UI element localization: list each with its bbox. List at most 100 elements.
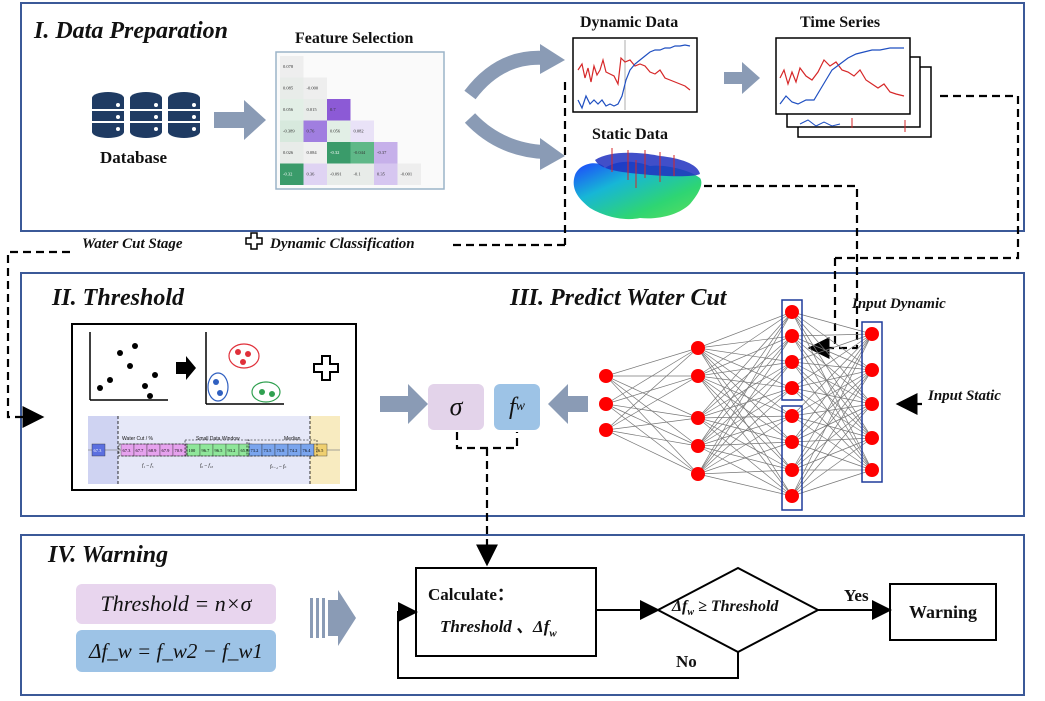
corr-cell-value: -0.32: [283, 172, 292, 177]
corr-cell: [303, 77, 327, 99]
feature-selection-label: Feature Selection: [295, 30, 414, 47]
corr-cell-value: -0.32: [330, 150, 339, 155]
scatter-plot-raw: [89, 332, 168, 401]
corr-cell: [280, 163, 304, 185]
nn-edge: [697, 335, 793, 475]
corr-cell: [280, 77, 304, 99]
nn-edge: [791, 335, 873, 371]
nn-edge: [791, 387, 873, 471]
nn-edge: [605, 417, 699, 431]
nn-edge: [697, 347, 793, 443]
neural-network: [599, 305, 879, 503]
nn-edge: [605, 375, 699, 419]
corr-cell-value: 0.7: [330, 107, 336, 112]
nn-edge: [605, 403, 699, 447]
nn-node: [785, 489, 799, 503]
nn-edge: [697, 361, 793, 419]
nn-edge: [791, 437, 873, 497]
static-data-label: Static Data: [592, 126, 668, 143]
strip-a-value: 70.9: [175, 448, 184, 453]
nn-edge: [791, 415, 873, 439]
window-outline: [184, 439, 250, 457]
dynamic-data-label: Dynamic Data: [580, 14, 679, 31]
delta-fw-formula-text: Δf_w = f_w2 − f_w1: [89, 638, 263, 663]
nn-edge: [791, 333, 873, 417]
water-cut-axis-label: Water Cut / %: [122, 436, 153, 442]
corr-cell-value: 0.084: [307, 150, 318, 155]
nn-node: [691, 439, 705, 453]
subrange-c: fₙ₋₄ ~ fₙ: [270, 465, 287, 470]
nn-edge: [791, 361, 873, 405]
nn-edge: [697, 469, 793, 475]
window-outline: [246, 439, 318, 457]
nn-edge: [791, 403, 873, 417]
corr-cell-value: 0.015: [307, 107, 318, 112]
nn-edge: [697, 311, 793, 447]
scatter-plot-clustered: [205, 332, 284, 405]
nn-edge: [791, 361, 873, 371]
nn-edge: [697, 417, 793, 497]
median-label: Median: [284, 436, 301, 442]
nn-edge: [605, 403, 699, 475]
nn-edge: [697, 441, 793, 447]
nn-edge: [791, 403, 873, 497]
threshold-formula: Threshold = n×σ: [76, 584, 276, 624]
nn-node: [599, 369, 613, 383]
nn-edge: [697, 375, 793, 471]
warning-output-label: Warning: [908, 601, 978, 622]
strip-c-value: 75.8: [277, 448, 286, 453]
strip-a-value: 67.3: [123, 448, 132, 453]
corr-cell: [350, 142, 374, 164]
yes-label: Yes: [844, 586, 869, 605]
strip-a-value: 67.9: [162, 448, 171, 453]
corr-cell-value: 0.35: [377, 172, 386, 177]
input-static-label: Input Static: [928, 388, 1001, 404]
nn-node: [785, 381, 799, 395]
nn-edge: [697, 445, 793, 497]
corr-cell: [303, 99, 327, 121]
nn-edge: [791, 469, 873, 497]
corr-cell: [303, 163, 327, 185]
section-title-predict: III. Predict Water Cut: [510, 285, 727, 311]
nn-edge: [697, 335, 793, 419]
corr-cell-value: 0.36: [307, 172, 316, 177]
strip-b-value: 96.5: [215, 448, 224, 453]
sigma-box: σ: [428, 384, 484, 430]
nn-edge: [697, 375, 793, 389]
corr-cell-value: 0.056: [330, 129, 341, 134]
input-dynamic-label: Input Dynamic: [852, 296, 946, 312]
corr-cell: [303, 120, 327, 142]
corr-cell-value: 0.026: [283, 150, 294, 155]
nn-node: [691, 467, 705, 481]
nn-edge: [697, 311, 793, 349]
strip-b-value: 93.2: [228, 448, 236, 453]
strip-b-value: 65.8: [241, 448, 250, 453]
nn-edge: [605, 429, 699, 475]
corr-cell-value: 0.085: [283, 86, 294, 91]
nn-node: [691, 341, 705, 355]
strip-c-value: 76.4: [303, 448, 312, 453]
section-title-threshold: II. Threshold: [52, 285, 185, 311]
water-cut-stage-label: Water Cut Stage: [82, 236, 183, 252]
time-series-label: Time Series: [800, 14, 881, 31]
nn-edge: [791, 369, 873, 471]
condition-rest: ≥ Threshold: [694, 598, 779, 615]
strip-right-value: 76.5: [316, 448, 325, 453]
subrange-a: f₁ ~ f₅: [142, 464, 154, 469]
nn-edge: [697, 375, 793, 443]
database-label: Database: [100, 148, 168, 167]
nn-edge: [697, 361, 793, 475]
nn-node: [785, 463, 799, 477]
corr-cell: [397, 163, 421, 185]
nn-node: [785, 409, 799, 423]
section-title-warning: IV. Warning: [48, 542, 169, 568]
nn-edge: [791, 437, 873, 443]
calculate-label: Calculate：: [428, 585, 514, 604]
nn-edge: [697, 335, 793, 377]
nn-edge: [697, 415, 793, 475]
strip-left-cell: [91, 443, 106, 457]
nn-edge: [791, 387, 873, 439]
nn-edge: [697, 387, 793, 419]
nn-edge: [791, 387, 873, 405]
nn-edge: [791, 369, 873, 417]
